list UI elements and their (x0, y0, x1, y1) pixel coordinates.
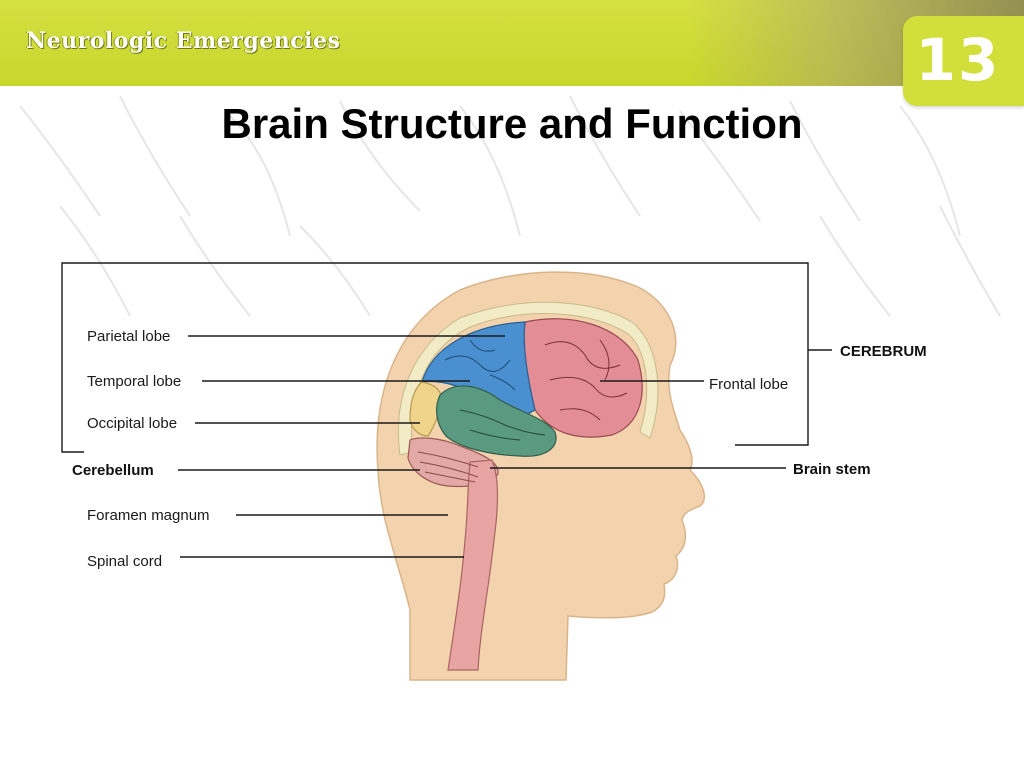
label-temporal-lobe: Temporal lobe (87, 373, 181, 390)
label-occipital-lobe: Occipital lobe (87, 415, 177, 432)
label-cerebellum: Cerebellum (72, 462, 154, 479)
brain-stem (447, 459, 499, 671)
label-brain-stem: Brain stem (793, 461, 871, 478)
chapter-tab: 13 (903, 16, 1024, 106)
course-title: Neurologic Emergencies (26, 28, 341, 54)
label-spinal-cord: Spinal cord (87, 553, 162, 570)
parietal-gyri (444, 339, 516, 391)
temporal-gyri (459, 409, 546, 441)
cerebrum-bracket (61, 262, 809, 453)
background-pattern (19, 95, 1001, 317)
label-foramen-magnum: Foramen magnum (87, 507, 210, 524)
label-frontal-lobe: Frontal lobe (709, 376, 788, 393)
frontal-gyri (544, 339, 628, 421)
label-cerebrum: CEREBRUM (840, 343, 927, 360)
label-parietal-lobe: Parietal lobe (87, 328, 170, 345)
cerebellum-folia (417, 451, 479, 483)
slide-title: Brain Structure and Function (221, 100, 803, 147)
skull (397, 301, 659, 456)
chapter-number: 13 (915, 26, 1001, 94)
